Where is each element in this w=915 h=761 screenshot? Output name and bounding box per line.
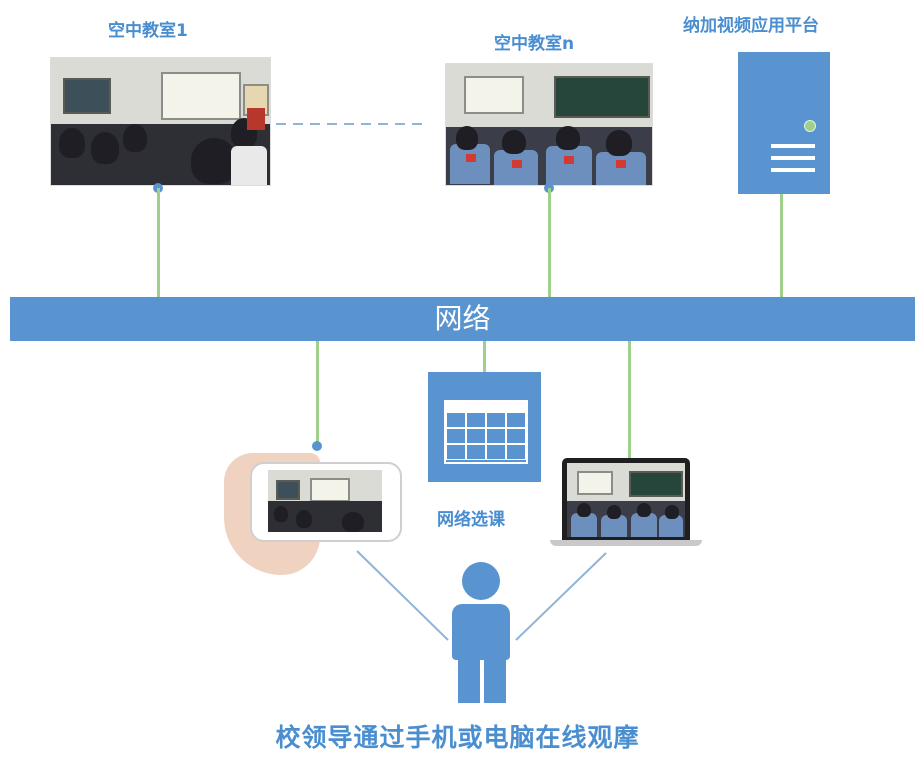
laptop-base [550,540,702,546]
classroom-n-label: 空中教室n [494,34,575,54]
platform-network-line [780,194,783,298]
person-left-leg [458,655,480,703]
course-selection-label: 网络选课 [437,510,505,530]
viewer-to-laptop-line [515,552,607,641]
classroom-1-label: 空中教室1 [108,21,188,41]
calendar-grid-icon [428,372,541,482]
classroom-1-network-line [157,188,160,298]
person-icon [462,562,500,600]
network-bar: 网络 [10,297,915,341]
platform-label: 纳加视频应用平台 [683,16,819,36]
person-body [452,604,510,660]
course-network-line [483,341,486,373]
server-icon [738,52,830,194]
phone-connector-dot [312,441,322,451]
phone-network-line [316,341,319,445]
diagram-caption: 校领导通过手机或电脑在线观摩 [275,723,640,752]
classroom-1-photo [50,57,271,186]
network-label: 网络 [434,302,491,335]
classroom-n-network-line [548,188,551,298]
viewer-to-phone-line [356,550,449,641]
laptop-icon [562,458,690,540]
classroom-n-photo [445,63,653,186]
laptop-network-line [628,341,631,459]
person-right-leg [484,655,506,703]
smartphone-icon [250,462,402,542]
